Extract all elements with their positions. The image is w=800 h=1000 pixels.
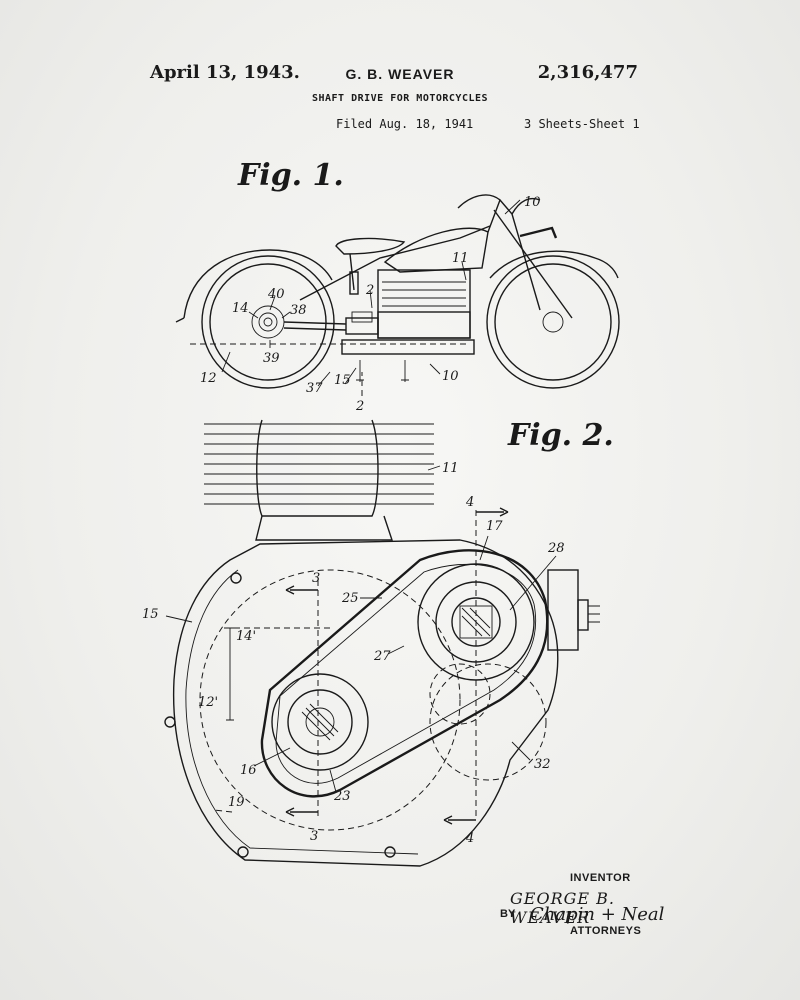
by-label: BY (500, 908, 515, 920)
fig2-callout-11: 11 (442, 461, 459, 476)
fig2-callout-25: 25 (341, 591, 359, 606)
fig2-callout-4-bottom: 4 (465, 831, 474, 846)
small-sprocket (272, 674, 368, 770)
fig1-callout-38: 38 (290, 303, 307, 318)
fig2-callout-12prime: 12' (198, 695, 218, 710)
fig2-callout-23: 23 (333, 789, 351, 804)
fig2-callout-19: 19 (228, 795, 245, 810)
fig1-callout-11: 11 (452, 251, 469, 266)
fig1-callout-37: 37 (306, 381, 323, 396)
fig1-callout-10-bottom: 10 (442, 369, 459, 384)
fig1-callout-10-top: 10 (524, 195, 541, 210)
engine (342, 270, 474, 354)
fig2-callout-17: 17 (486, 519, 503, 534)
rear-wheel (176, 250, 334, 388)
drive-shaft (284, 322, 346, 324)
fig1-callout-2-top: 2 (365, 283, 374, 298)
fig1-callout-12: 12 (200, 371, 217, 386)
fig2-callout-32: 32 (534, 757, 551, 772)
fig2-callout-28: 28 (547, 541, 565, 556)
cylinder-fins (204, 420, 434, 540)
fig1-callout-15: 15 (334, 373, 351, 388)
fig2-drive-case-drawing: 4 17 28 11 3 25 15 14' 27 12' 16 23 32 1… (0, 400, 800, 900)
front-wheel (487, 251, 619, 388)
fig2-callout-15: 15 (142, 607, 159, 622)
fig1-callout-39: 39 (263, 351, 280, 366)
fig2-callout-14prime: 14' (236, 629, 256, 644)
attorneys-label: ATTORNEYS (570, 925, 641, 937)
fig2-callout-4-top: 4 (465, 495, 474, 510)
fig1-callout-14: 14 (232, 301, 249, 316)
frame (300, 195, 572, 318)
fig2-callout-27: 27 (373, 649, 391, 664)
inventor-label: INVENTOR (570, 872, 631, 884)
fig2-callout-16: 16 (240, 763, 257, 778)
fig2-callout-3-bottom: 3 (310, 829, 318, 844)
fig1-motorcycle-drawing: 10 11 2 40 14 38 39 12 37 15 10 2 (0, 0, 800, 420)
drive-chain (262, 550, 547, 796)
attorney-signature: Chapin + Neal (530, 904, 664, 925)
fig2-callout-3-top: 3 (312, 571, 320, 586)
fig1-callout-40: 40 (267, 287, 285, 302)
